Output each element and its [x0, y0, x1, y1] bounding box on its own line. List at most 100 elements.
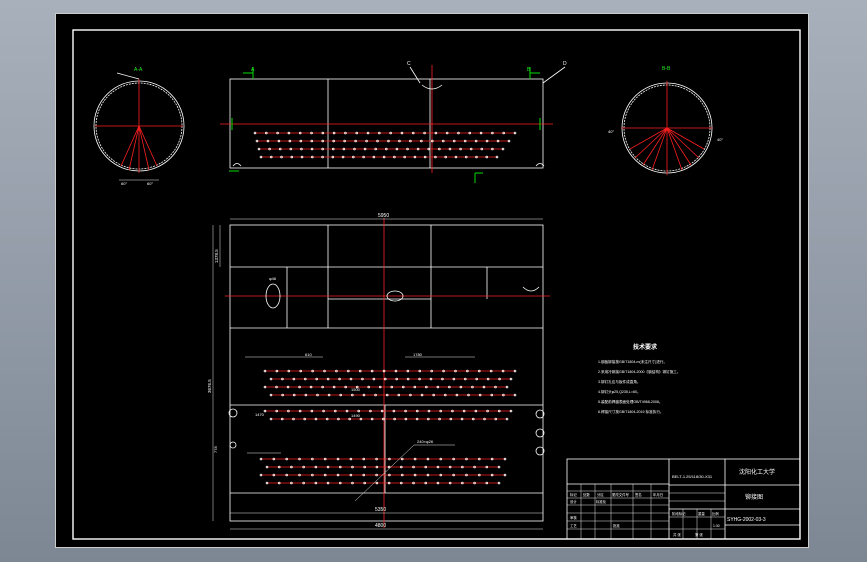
- tech-title: 技术要求: [633, 343, 658, 351]
- rivet-mark: [310, 139, 314, 143]
- rivet-mark: [465, 473, 468, 477]
- rivet-mark: [430, 369, 433, 373]
- rivet-mark: [280, 155, 283, 159]
- rivet-mark: [427, 417, 430, 421]
- rivet-mark: [513, 369, 517, 373]
- rivet-mark: [363, 481, 366, 485]
- rivet-mark: [361, 377, 364, 381]
- rivet-mark: [507, 139, 511, 143]
- tb-header-1: 处数: [583, 492, 590, 497]
- rivet-mark: [277, 139, 281, 143]
- rivet-mark: [448, 465, 452, 469]
- dim-center: 1780: [413, 352, 423, 357]
- rivet-mark: [448, 481, 452, 485]
- rivet-mark: [292, 417, 295, 421]
- rivet-mark: [359, 417, 363, 421]
- rivet-mark: [482, 385, 486, 389]
- rivet-mark: [310, 409, 314, 413]
- rivet-mark: [375, 457, 378, 461]
- rivet-mark: [400, 481, 403, 485]
- rivet-mark: [372, 155, 376, 159]
- rivet-mark: [277, 481, 281, 485]
- rivet-mark: [358, 369, 362, 373]
- rivet-mark: [309, 385, 313, 389]
- rivet-mark: [263, 369, 267, 373]
- rivet-mark: [501, 369, 505, 373]
- rivet-mark: [502, 131, 505, 135]
- rivet-mark: [423, 131, 426, 135]
- rivet-mark: [311, 473, 314, 477]
- tech-line-2: 2.采用冷铆接GB/T1804-2000《钢结构》铆钉施工。: [598, 369, 680, 374]
- rivet-mark: [253, 131, 257, 135]
- rivet-mark: [467, 393, 470, 397]
- rivet-mark: [332, 139, 335, 143]
- dim-bottom: 5350: [375, 507, 386, 513]
- rivet-mark: [269, 377, 273, 381]
- rivet-mark: [375, 465, 379, 469]
- rivet-mark: [348, 417, 351, 421]
- outer-frame: [55, 13, 809, 548]
- rivet-mark: [326, 481, 330, 485]
- tech-line-6: 6.焊接尺寸按GB/T1804-2019 标准执行。: [598, 409, 664, 414]
- rivet-mark: [494, 385, 497, 389]
- rivet-mark: [441, 377, 444, 381]
- rivet-mark: [321, 385, 324, 389]
- rivet-mark: [362, 393, 366, 397]
- rivet-mark: [463, 377, 467, 381]
- rivet-mark: [343, 139, 346, 143]
- rivet-mark: [285, 457, 288, 461]
- rivet-mark: [370, 369, 374, 373]
- rivet-mark: [292, 377, 296, 381]
- rivet-mark: [513, 393, 517, 397]
- tb-school: 沈阳化工大学: [739, 468, 775, 476]
- dim-left-2: 3676.5: [207, 379, 212, 393]
- rivet-mark: [480, 147, 484, 151]
- dim-stagger-2: 1490: [351, 413, 361, 418]
- rivet-mark: [299, 139, 303, 143]
- rivet-mark: [332, 131, 336, 135]
- rivet-mark: [349, 473, 353, 477]
- rivet-mark: [265, 481, 269, 485]
- rivet-mark: [292, 393, 296, 397]
- rivet-mark: [401, 385, 405, 389]
- rivet-mark: [478, 457, 481, 461]
- rivet-mark: [490, 473, 494, 477]
- rivet-mark: [374, 393, 377, 397]
- rivet-mark: [302, 465, 305, 469]
- rivet-mark: [442, 369, 445, 373]
- rivet-mark: [374, 147, 377, 151]
- rivet-mark: [339, 393, 343, 397]
- rivet-mark: [311, 457, 314, 461]
- rivet-mark: [486, 377, 490, 381]
- rivet-mark: [323, 369, 326, 373]
- rivet-mark: [416, 147, 420, 151]
- rivet-mark: [395, 377, 399, 381]
- rivet-mark: [427, 147, 431, 151]
- rivet-mark: [303, 377, 307, 381]
- rivet-mark: [497, 409, 501, 413]
- rivet-mark: [503, 457, 507, 461]
- angle-label-left: 60°: [121, 181, 127, 186]
- rivet-mark: [255, 139, 259, 143]
- rivet-mark: [327, 393, 331, 397]
- rivet-mark: [448, 385, 451, 389]
- rivet-mark: [387, 481, 391, 485]
- tb-row-1: 标准化: [596, 499, 607, 504]
- rivet-mark: [509, 409, 513, 413]
- rivet-mark: [502, 393, 505, 397]
- rivet-mark: [345, 409, 349, 413]
- rivet-mark: [351, 481, 354, 485]
- rivet-mark: [325, 417, 329, 421]
- rivet-mark: [376, 139, 379, 143]
- rivet-mark: [316, 393, 319, 397]
- rivet-mark: [395, 147, 399, 151]
- dim-step: 610: [305, 352, 312, 357]
- rivet-mark: [425, 385, 428, 389]
- rivet-mark: [427, 409, 431, 413]
- rivet-mark: [426, 457, 430, 461]
- rivet-mark: [389, 131, 392, 135]
- rivet-mark: [392, 409, 396, 413]
- rivet-mark: [280, 417, 284, 421]
- rivet-mark: [486, 409, 489, 413]
